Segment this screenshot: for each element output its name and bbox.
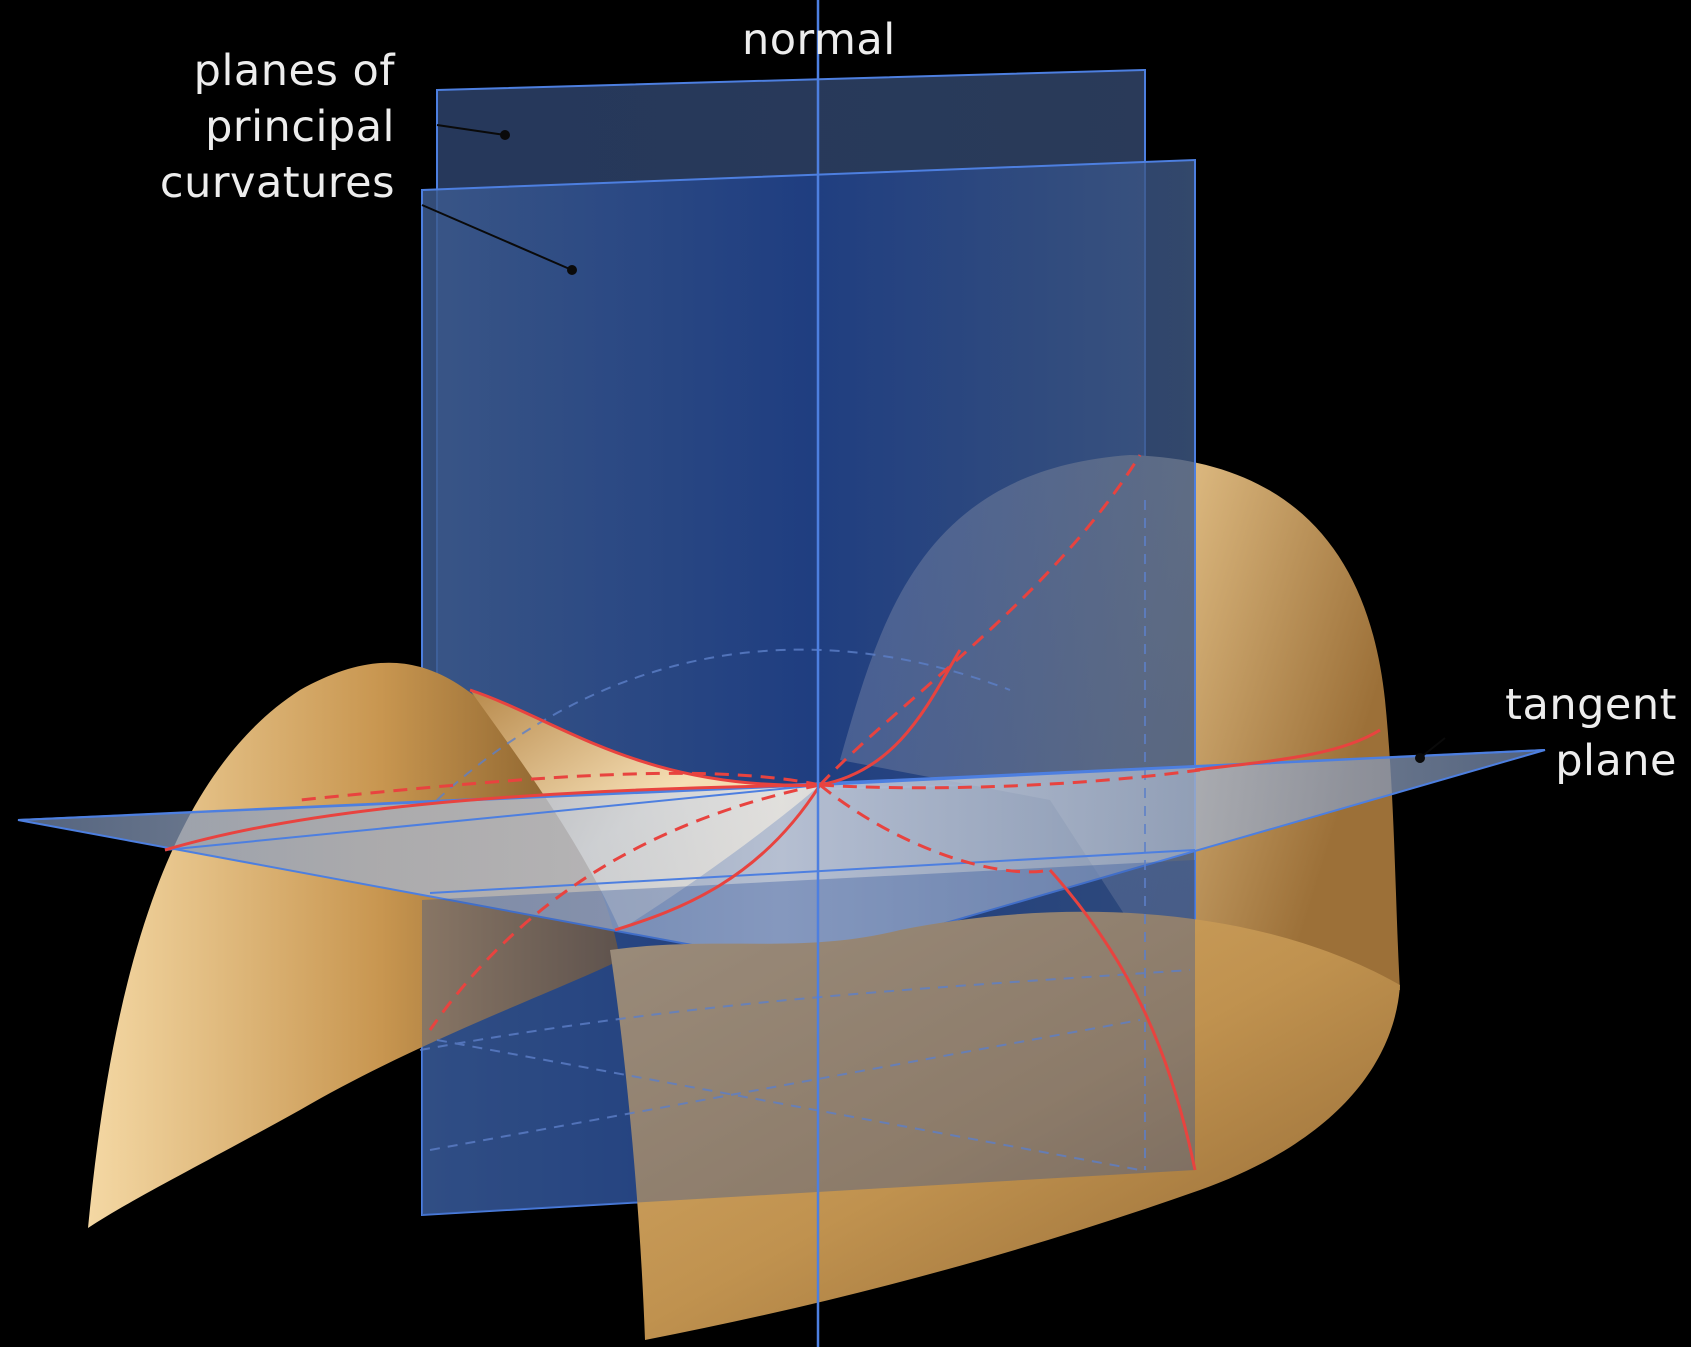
tangent-label: tangent plane	[1505, 677, 1677, 789]
planes-label: planes of principal curvatures	[160, 43, 395, 211]
leader-dots	[500, 130, 1425, 763]
principal-curve-2	[299, 454, 1201, 1031]
tangent-plane-edge-3	[429, 849, 1196, 894]
saddle-edge-curve	[469, 649, 962, 787]
normal-label-text: normal	[742, 15, 896, 65]
principal-curve-1	[164, 728, 1381, 1171]
tangent-label-line-1: tangent	[1505, 680, 1677, 730]
principal-plane-front-lower	[422, 860, 1195, 1215]
planes-label-line-2: principal	[205, 102, 395, 152]
planes-label-line-3: curvatures	[159, 158, 395, 208]
planes-label-line-1: planes of	[193, 46, 395, 96]
saddle-front	[610, 911, 1400, 1340]
normal-label: normal	[742, 12, 896, 68]
tangent-plane-edge-2	[164, 784, 821, 851]
hidden-lines	[419, 500, 1191, 1171]
leader-lines	[421, 124, 1446, 759]
tangent-label-line-2: plane	[1555, 736, 1677, 786]
